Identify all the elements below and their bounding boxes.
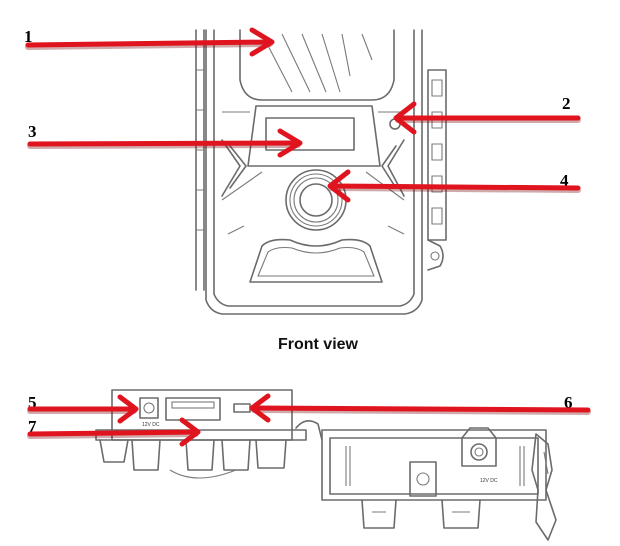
card-slot-cover [165, 397, 221, 421]
dc-power-port-right [409, 461, 437, 497]
dc-port-label-left: 12V DC [142, 422, 160, 428]
callout-number: 5 [28, 393, 37, 412]
callout-5: 5 [27, 393, 139, 424]
bottom-view-right-housing: 12V DC [321, 427, 557, 541]
callout-1: 1 [24, 27, 275, 57]
callout-6: 6 [249, 393, 591, 423]
callout-number: 1 [24, 27, 33, 46]
callout-number: 4 [560, 171, 569, 190]
callout-number: 7 [28, 417, 37, 436]
bottom-view-left-housing: 12V DC [95, 389, 323, 479]
dc-power-port-left [139, 397, 159, 419]
callout-number: 3 [28, 122, 37, 141]
callout-2: 2 [393, 94, 581, 135]
callout-7: 7 [27, 417, 201, 447]
dc-port-label-right: 12V DC [480, 478, 498, 484]
callout-number: 6 [564, 393, 573, 412]
usb-port [233, 403, 251, 413]
front-view-camera [195, 29, 447, 315]
front-view-caption: Front view [278, 336, 359, 353]
callout-4: 4 [327, 169, 581, 203]
callout-3: 3 [27, 122, 303, 158]
callout-number: 2 [562, 94, 571, 113]
